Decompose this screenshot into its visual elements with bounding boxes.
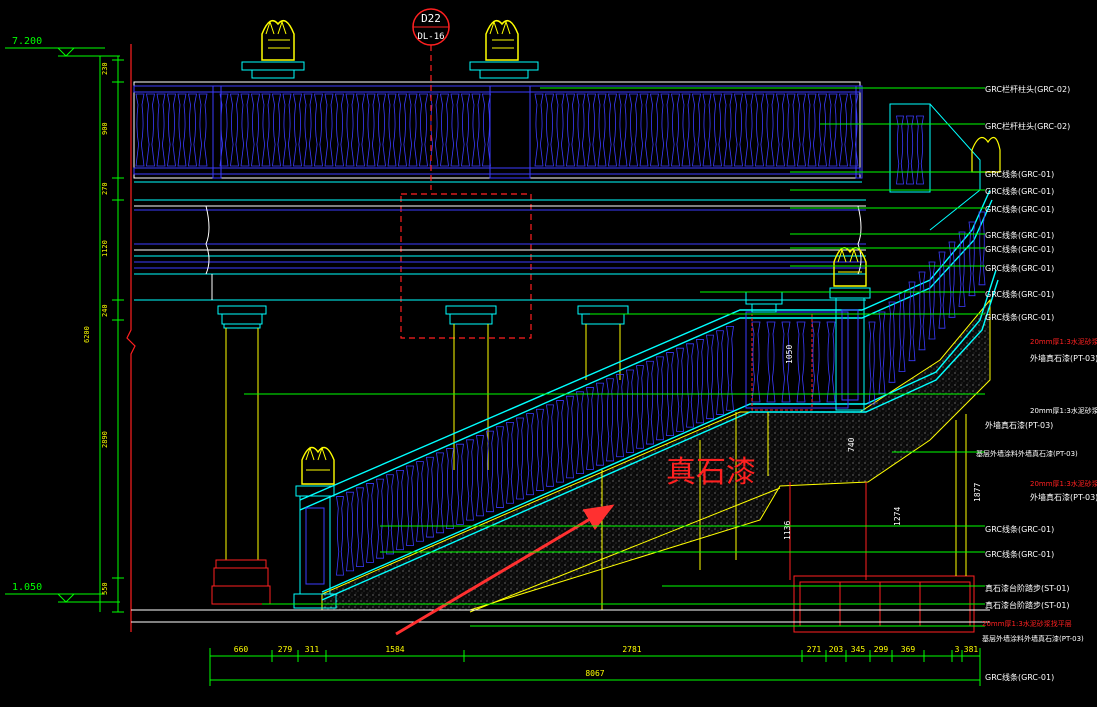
entablature xyxy=(134,181,866,301)
inner-dim-2: 740 xyxy=(847,437,856,452)
hdim-10: 369 xyxy=(901,645,916,654)
top-lamp-right xyxy=(469,19,539,79)
note-3: GRC线条(GRC-01) xyxy=(985,169,1054,179)
newel-post-bottom xyxy=(293,446,337,609)
hdim-4: 1584 xyxy=(385,645,404,654)
note-11: 20mm厚1:3水泥砂浆找平 xyxy=(1030,337,1097,346)
break-line xyxy=(126,44,136,632)
note-6: GRC线条(GRC-01) xyxy=(985,230,1054,240)
vdim-8: 550 xyxy=(101,582,109,595)
column-left xyxy=(211,305,271,605)
vertical-dimension-chain xyxy=(99,56,124,613)
vdim-6: 6200 xyxy=(83,326,91,343)
upper-balustrade xyxy=(133,81,863,179)
note-14: 外墙真石漆(PT-03) xyxy=(985,420,1053,430)
vdim-7: 2890 xyxy=(101,431,109,448)
material-stamp: 真石漆 xyxy=(666,455,756,490)
note-12: 外墙真石漆(PT-03) xyxy=(1030,353,1097,363)
note-13: 20mm厚1:3水泥砂浆找平 xyxy=(1030,406,1097,415)
column-mid xyxy=(445,305,497,470)
newel-post-landing xyxy=(829,247,871,411)
hdim-2: 279 xyxy=(278,645,293,654)
inner-dim-1: 1050 xyxy=(785,345,794,364)
note-7: GRC线条(GRC-01) xyxy=(985,244,1054,254)
vdim-5: 240 xyxy=(101,304,109,317)
note-16: 20mm厚1:3水泥砂浆找平 xyxy=(1030,479,1097,488)
inner-dim-4: 1136 xyxy=(783,521,792,540)
hdim-7: 203 xyxy=(829,645,844,654)
note-23: 基层外墙涂料外墙真石漆(PT-03) xyxy=(982,634,1084,643)
note-17: 外墙真石漆(PT-03) xyxy=(1030,492,1097,502)
upper-baluster-row xyxy=(135,93,859,167)
hdim-overall: 8067 xyxy=(585,669,604,678)
level-bottom-label: 1.050 xyxy=(12,582,42,593)
hdim-1: 660 xyxy=(234,645,249,654)
note-8: GRC线条(GRC-01) xyxy=(985,263,1054,273)
stair-baluster-row xyxy=(336,325,734,576)
curved-baluster-row xyxy=(751,115,986,405)
note-2: GRC栏杆柱头(GRC-02) xyxy=(985,121,1070,131)
right-parapet xyxy=(889,103,1001,231)
hdim-8: 345 xyxy=(851,645,866,654)
hdim-3: 311 xyxy=(305,645,320,654)
note-20: 真石漆台阶踏步(ST-01) xyxy=(985,583,1070,593)
section-tag-top: D22 xyxy=(421,12,441,25)
hdim-5: 2781 xyxy=(622,645,641,654)
top-lamp-left xyxy=(241,19,305,79)
annotation-leaders xyxy=(244,87,985,627)
note-5: GRC线条(GRC-01) xyxy=(985,204,1054,214)
level-marker-top: 7.200 xyxy=(5,36,120,57)
note-24: GRC线条(GRC-01) xyxy=(985,672,1054,682)
section-tag: D22 DL-16 xyxy=(400,8,532,339)
note-22: 20mm厚1:3水泥砂浆找平层 xyxy=(982,619,1072,628)
note-21: 真石漆台阶踏步(ST-01) xyxy=(985,600,1070,610)
ground-line xyxy=(131,609,990,623)
vdim-3: 270 xyxy=(101,182,109,195)
vdim-1: 230 xyxy=(101,62,109,75)
note-19: GRC线条(GRC-01) xyxy=(985,549,1054,559)
hdim-6: 271 xyxy=(807,645,822,654)
stair-underside-lines xyxy=(469,412,781,613)
hdim-12: 381 xyxy=(964,645,979,654)
level-top-label: 7.200 xyxy=(12,36,42,47)
red-arrow xyxy=(395,504,615,636)
note-10: GRC线条(GRC-01) xyxy=(985,312,1054,322)
hdim-9: 299 xyxy=(874,645,889,654)
level-marker-bottom: 1.050 xyxy=(5,582,120,603)
hdim-11: 3 xyxy=(955,645,960,654)
section-tag-bottom: DL-16 xyxy=(417,32,444,42)
note-18: GRC线条(GRC-01) xyxy=(985,524,1054,534)
inner-dim-3: 1877 xyxy=(973,483,982,502)
vdim-2: 900 xyxy=(101,122,109,135)
note-15: 基层外墙涂料外墙真石漆(PT-03) xyxy=(976,449,1078,458)
note-4: GRC线条(GRC-01) xyxy=(985,186,1054,196)
vdim-4: 1120 xyxy=(101,240,109,257)
note-9: GRC线条(GRC-01) xyxy=(985,289,1054,299)
note-1: GRC栏杆柱头(GRC-02) xyxy=(985,84,1070,94)
inner-dim-5: 1274 xyxy=(893,507,902,526)
horizontal-dimension-chain xyxy=(209,648,981,686)
